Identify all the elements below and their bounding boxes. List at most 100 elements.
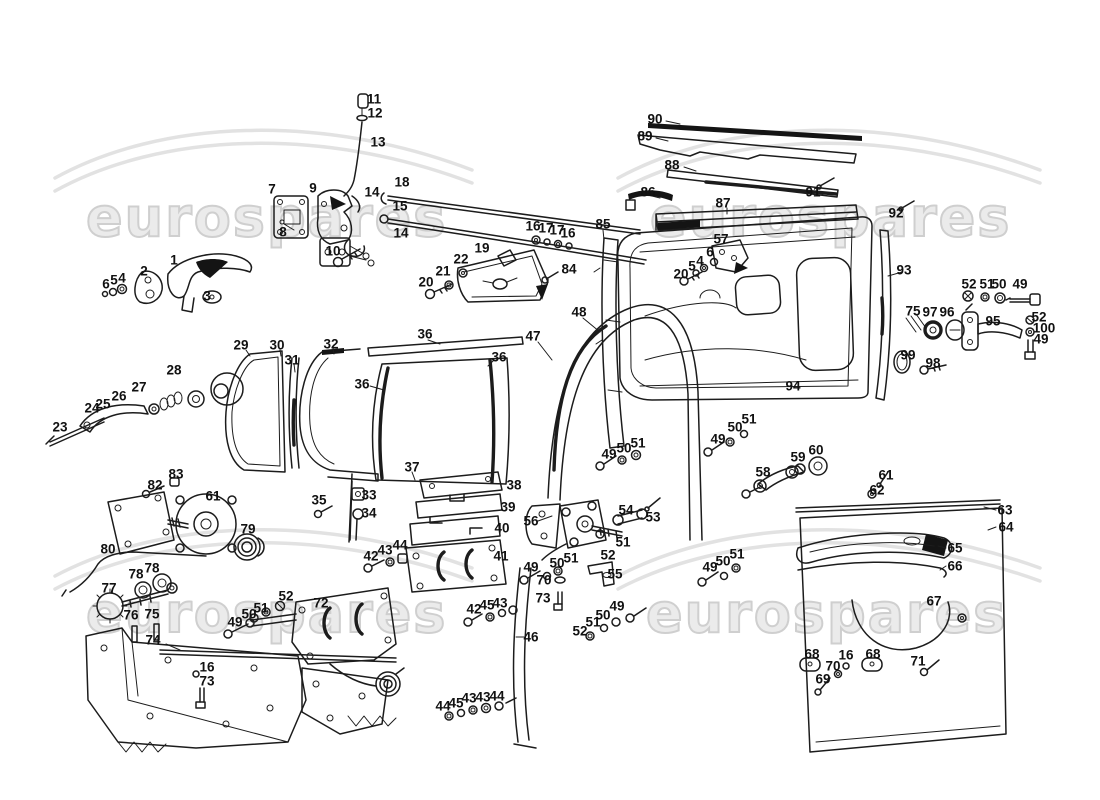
part-number-label: 74 (145, 632, 161, 648)
window-regulator-group (245, 587, 405, 735)
part-number-label: 83 (168, 466, 184, 482)
part-number-label: 44 (489, 688, 505, 704)
part-number-label: 86 (640, 184, 656, 200)
part-number-label: 85 (595, 216, 611, 232)
part-number-label: 52 (1031, 309, 1047, 325)
part-number-label: 94 (785, 378, 801, 394)
part-number-label: 19 (474, 240, 490, 256)
part-number-label: 78 (128, 566, 144, 582)
part-number-label: 51 (253, 600, 269, 616)
part-number-label: 49 (1033, 331, 1049, 347)
part-number-label: 23 (52, 419, 68, 435)
part-number-label: 3 (203, 288, 211, 304)
part-number-label: 46 (523, 629, 539, 645)
part-number-label: 37 (404, 459, 420, 475)
part-number-label: 2 (140, 263, 148, 279)
part-number-label: 48 (571, 304, 587, 320)
part-number-label: 68 (865, 646, 881, 662)
part-number-label: 58 (755, 464, 771, 480)
part-number-label: 36 (417, 326, 433, 342)
part-number-label: 26 (111, 388, 127, 404)
part-number-label: 13 (370, 134, 386, 150)
part-number-label: 8 (279, 224, 287, 240)
part-number-label: 52 (278, 588, 294, 604)
part-number-label: 43 (461, 690, 477, 706)
part-number-label: 55 (607, 566, 623, 582)
part-number-label: 79 (240, 521, 256, 537)
part-number-label: 93 (896, 262, 912, 278)
part-number-label: 50 (727, 419, 743, 435)
part-number-label: 59 (790, 449, 806, 465)
part-number-label: 17 (538, 220, 554, 236)
part-number-label: 38 (506, 477, 522, 493)
part-number-label: 7 (268, 181, 276, 197)
part-number-label: 60 (808, 442, 824, 458)
part-number-label: 82 (147, 477, 163, 493)
part-number-label: 84 (561, 261, 577, 277)
part-number-label: 100 (1032, 320, 1056, 336)
part-number-label: 14 (393, 225, 409, 241)
part-number-label: 52 (961, 276, 977, 292)
part-number-label: 96 (939, 304, 955, 320)
part-number-label: 50 (241, 606, 257, 622)
part-number-label: 6 (706, 244, 714, 260)
part-number-label: 50 (595, 607, 611, 623)
part-number-label: 97 (922, 304, 938, 320)
part-number-label: 65 (947, 540, 963, 556)
vent-pivot-hardware (313, 473, 365, 543)
part-number-label: 49 (609, 598, 625, 614)
part-number-label: 63 (997, 502, 1013, 518)
part-number-label: 1 (170, 252, 178, 268)
part-number-label: 67 (926, 593, 942, 609)
part-number-label: 25 (95, 396, 111, 412)
part-number-label: 44 (435, 698, 451, 714)
door-trim-strips (625, 123, 862, 231)
part-number-label: 49 (523, 559, 539, 575)
watermark-text: eurospares (85, 185, 448, 250)
part-number-label: 64 (998, 519, 1014, 535)
part-number-label: 22 (453, 251, 469, 267)
part-number-label: 66 (947, 558, 963, 574)
part-number-label: 45 (479, 597, 495, 613)
striker-plate-group (679, 177, 915, 286)
part-number-label: 16 (838, 647, 854, 663)
glass-channel-plates (363, 471, 507, 593)
part-number-label: 33 (361, 487, 377, 503)
part-number-label: 47 (525, 328, 541, 344)
part-number-label: 49 (227, 614, 243, 630)
part-number-label: 50 (715, 553, 731, 569)
part-number-label: 62 (869, 482, 885, 498)
outside-handle-group (101, 253, 253, 313)
part-number-label: 18 (394, 174, 410, 190)
part-number-label: 57 (713, 231, 729, 247)
part-number-label: 90 (647, 111, 663, 127)
part-number-label: 51 (741, 411, 757, 427)
regulator-motor-group (107, 477, 265, 561)
vent-window-frame (224, 350, 300, 473)
part-number-label: 54 (618, 502, 634, 518)
part-number-label: 43 (475, 689, 491, 705)
part-number-label: 80 (100, 541, 116, 557)
part-number-label: 78 (144, 560, 160, 576)
part-number-label: 72 (313, 595, 329, 611)
door-lock-plate-group (424, 235, 573, 303)
part-number-label: 20 (418, 274, 434, 290)
part-number-label: 68 (804, 646, 820, 662)
part-number-label: 24 (84, 400, 100, 416)
fastener-rows (444, 429, 749, 721)
window-crank-group (45, 372, 244, 447)
part-number-label: 51 (729, 546, 745, 562)
part-number-label: 45 (448, 695, 464, 711)
lock-mechanism-group (525, 497, 661, 611)
part-number-label: 53 (645, 509, 661, 525)
part-number-label: 34 (361, 505, 377, 521)
part-number-label: 61 (878, 467, 894, 483)
part-number-label: 50 (549, 555, 565, 571)
check-strap-hardware (893, 290, 1041, 375)
part-number-label: 61 (205, 488, 221, 504)
part-number-label: 51 (563, 550, 579, 566)
part-number-label: 21 (435, 263, 451, 279)
latch-linkage-group (273, 93, 647, 268)
